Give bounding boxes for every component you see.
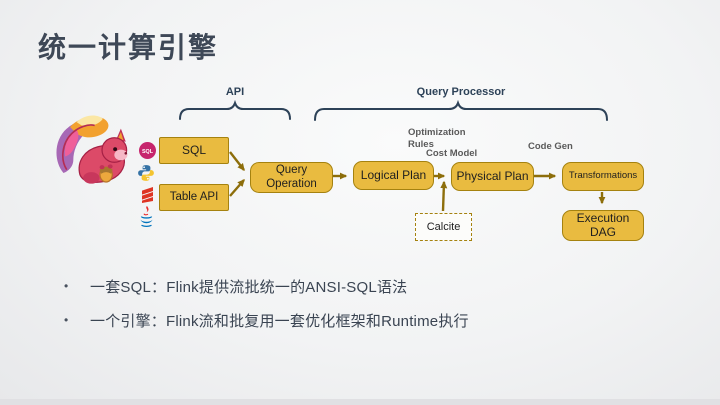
box-logical-plan: Logical Plan [353,161,434,190]
box-transformations: Transformations [562,162,644,191]
scala-icon [142,187,153,203]
arrow-sql-to-query-operation [229,151,245,172]
bullet-text: 一个引擎：Flink流和批复用一套优化框架和Runtime执行 [90,313,469,330]
arrow-tableapi-to-query-operation [229,179,245,197]
api-bracket [179,99,291,120]
bullet-text: 一套SQL：Flink提供流批统一的ANSI-SQL语法 [90,279,408,296]
query-processor-group-label: Query Processor [416,86,506,98]
bullet-dot: • [64,313,69,327]
diagram-connectors [179,99,608,212]
architecture-diagram: SQL API Query Processor Optimization Rul… [0,80,720,260]
page-title: 统一计算引擎 [38,32,219,63]
slide-footer-strip [0,399,720,405]
box-calcite: Calcite [415,213,472,241]
svg-text:SQL: SQL [142,149,154,155]
box-query-operation: Query Operation [250,162,333,193]
python-icon [138,165,154,181]
box-physical-plan: Physical Plan [451,162,534,191]
list-item: • 一套SQL：Flink提供流批统一的ANSI-SQL语法 [64,276,664,297]
code-gen-label: Code Gen [528,141,573,152]
cost-model-label: Cost Model [426,148,478,159]
sql-icon: SQL [139,142,156,159]
bullet-dot: • [64,279,69,293]
bullet-list: • 一套SQL：Flink提供流批统一的ANSI-SQL语法 • 一个引擎：Fl… [64,276,664,344]
java-icon [140,206,153,227]
query-processor-bracket [314,99,608,121]
box-table-api: Table API [159,184,229,211]
api-group-label: API [225,86,245,98]
arrow-calcite-to-optimizer [440,180,448,212]
box-sql: SQL [159,137,229,164]
flink-squirrel-logo [56,115,128,184]
box-execution-dag: Execution DAG [562,210,644,241]
list-item: • 一个引擎：Flink流和批复用一套优化框架和Runtime执行 [64,310,664,331]
optimization-rules-label: Optimization Rules [408,127,466,150]
